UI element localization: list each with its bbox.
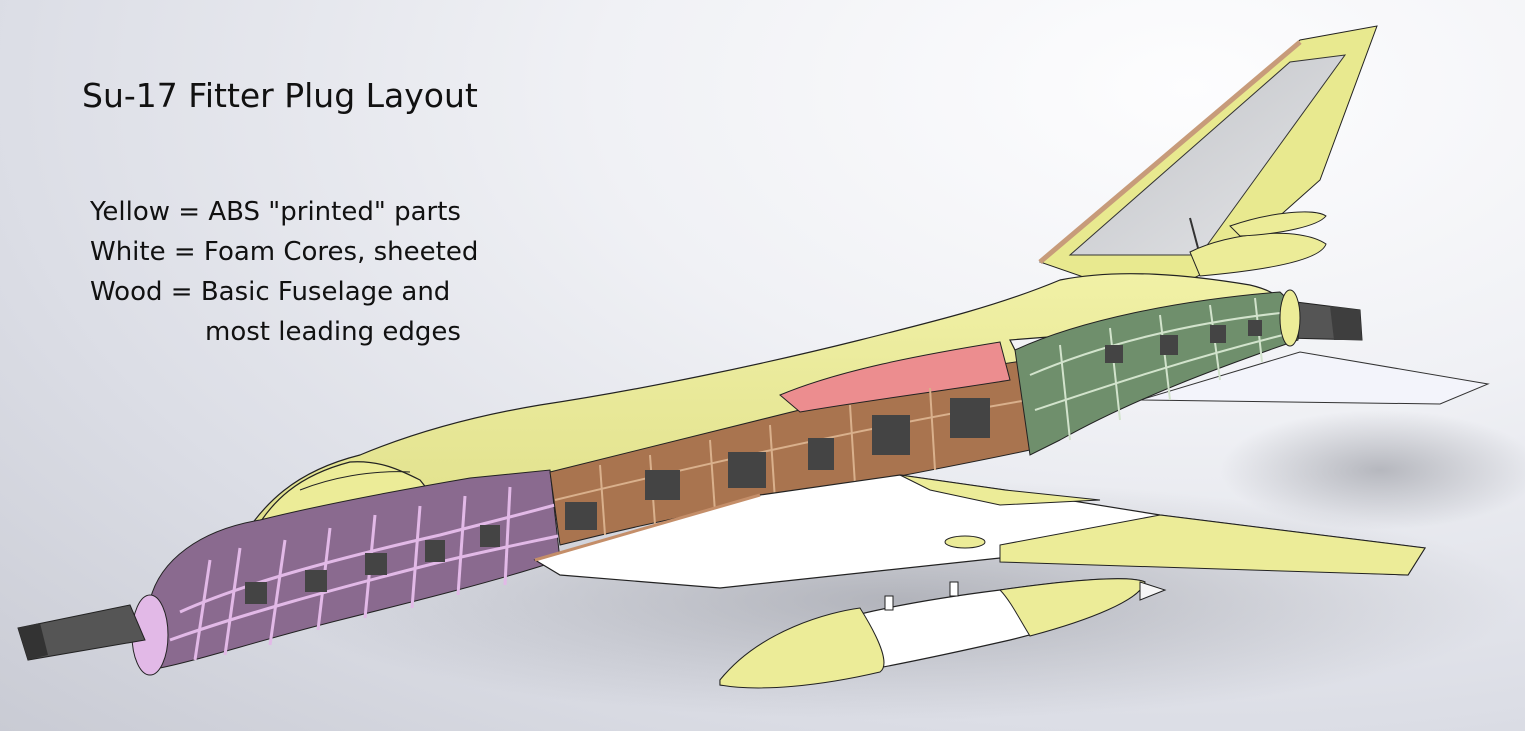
legend-wood: Wood = Basic Fuselage and xyxy=(90,277,451,307)
legend-yellow: Yellow = ABS "printed" parts xyxy=(90,197,461,227)
fin-pod-upper xyxy=(1229,211,1327,237)
legend-white: White = Foam Cores, sheeted xyxy=(90,237,479,267)
aft-section xyxy=(1014,289,1301,456)
ground-shadow-right xyxy=(1220,410,1525,530)
main-wing xyxy=(533,474,1427,589)
nose-tube xyxy=(17,604,146,661)
wood-fuselage xyxy=(549,341,1031,546)
legend-wood-continued: most leading edges xyxy=(205,317,461,347)
horizontal-stabilizer xyxy=(1139,351,1490,405)
legend: Yellow = ABS "printed" parts White = Foa… xyxy=(90,192,478,352)
diagram-title: Su-17 Fitter Plug Layout xyxy=(82,76,478,115)
drop-tank xyxy=(719,578,1167,689)
fin-pod xyxy=(1189,232,1327,277)
